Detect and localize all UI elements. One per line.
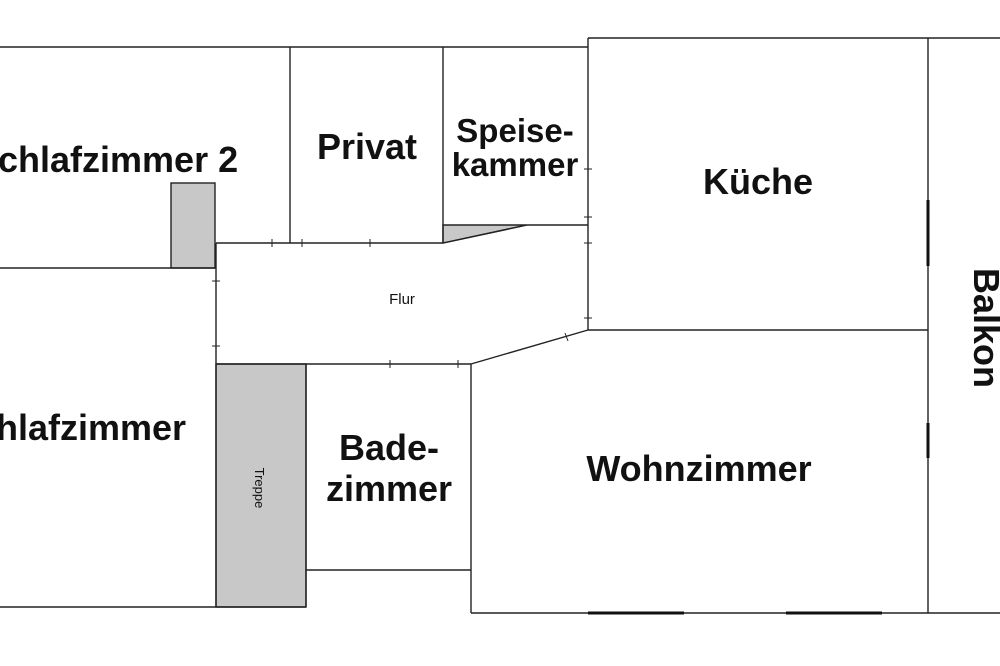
room-label-badezimmer-line2: zimmer — [326, 468, 452, 509]
room-label-schlafzimmer: hlafzimmer — [0, 407, 186, 448]
chimney-block — [170, 182, 216, 269]
room-label-flur: Flur — [389, 291, 415, 308]
room-label-treppe: Treppe — [252, 468, 267, 509]
room-label-balkon: Balkon — [966, 268, 1000, 388]
room-label-speisekammer-line2: kammer — [452, 146, 579, 183]
windows — [588, 200, 930, 615]
room-label-speisekammer-line1: Speise- — [456, 112, 573, 149]
walls — [0, 37, 1000, 614]
staircase — [215, 363, 307, 608]
room-label-wohnzimmer: Wohnzimmer — [586, 448, 811, 489]
door-ticks — [212, 168, 592, 368]
room-label-privat: Privat — [317, 126, 417, 167]
room-label-kueche: Küche — [703, 161, 813, 202]
room-label-schlafzimmer-2: chlafzimmer 2 — [0, 139, 238, 180]
room-label-badezimmer-line1: Bade- — [339, 427, 439, 468]
